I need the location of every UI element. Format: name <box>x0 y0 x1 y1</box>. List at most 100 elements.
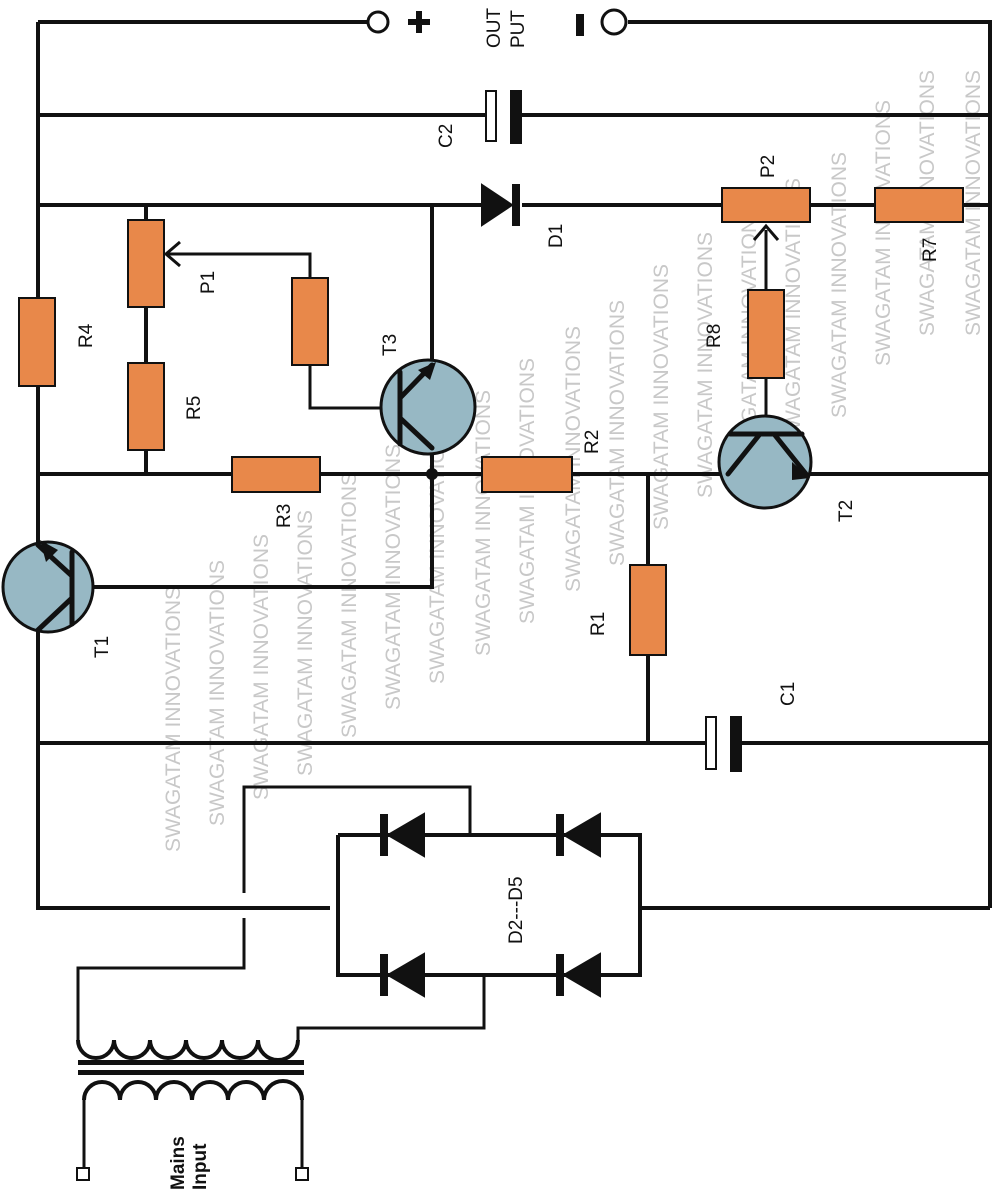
output-terminals <box>366 8 628 36</box>
output-label-put: PUT <box>508 10 529 48</box>
d3-triangle <box>562 812 601 858</box>
d5-bar <box>556 954 564 996</box>
wire-t3-base <box>308 365 384 410</box>
capacitor-c2 <box>485 90 522 144</box>
potentiometer-p1[interactable] <box>127 219 165 308</box>
label-c1: C1 <box>778 682 799 706</box>
watermark-text: SWAGATAM INNOVATIONS <box>962 70 985 336</box>
d4-triangle <box>386 952 425 998</box>
junction-dot <box>426 468 438 480</box>
transistor-t1[interactable] <box>1 540 95 634</box>
d3-bar <box>556 814 564 856</box>
watermark-text: SWAGATAM INNOVATIONS <box>562 326 585 592</box>
d1-triangle <box>481 183 514 227</box>
c2-plate-positive <box>485 90 497 142</box>
transistor-t2[interactable] <box>717 414 813 510</box>
watermark-text: SWAGATAM INNOVATIONS <box>382 444 405 710</box>
watermark-text: SWAGATAM INNOVATIONS <box>872 100 895 366</box>
mains-label-2: Input <box>190 1143 211 1190</box>
d2-bar <box>380 814 388 856</box>
resistor-r3[interactable] <box>231 456 321 493</box>
label-bridge: D2---D5 <box>506 876 527 944</box>
c2-plate-negative <box>510 90 522 144</box>
wire-bridge <box>336 833 642 977</box>
c1-plate-positive <box>705 716 717 770</box>
labels: OUT PUT C2 D1 P2 R7 R4 P1 R5 T3 R3 R2 R8… <box>76 8 941 1191</box>
wire-sec-right <box>296 975 486 1040</box>
resistor-r1[interactable] <box>629 564 667 656</box>
mains-terminal-right[interactable] <box>295 1167 309 1181</box>
label-r7: R7 <box>920 238 941 262</box>
negative-terminal[interactable] <box>600 8 628 36</box>
label-p1: P1 <box>198 271 219 294</box>
secondary-coil <box>76 1039 300 1062</box>
transistor-t3[interactable] <box>379 358 477 456</box>
resistor-r4[interactable] <box>18 297 56 387</box>
watermark-text: SWAGATAM INNOVATIONS <box>206 560 229 826</box>
watermark-text: SWAGATAM INNOVATIONS <box>294 510 317 776</box>
label-r4: R4 <box>76 323 97 348</box>
potentiometer-p2[interactable] <box>721 187 811 223</box>
resistor-t3-base[interactable] <box>291 277 329 366</box>
watermark-text: SWAGATAM INNOVATIONS <box>606 300 629 566</box>
wire-negative-rail <box>628 20 992 908</box>
t2-collector <box>725 431 763 477</box>
positive-terminal[interactable] <box>366 10 390 34</box>
resistor-r2[interactable] <box>481 456 573 493</box>
label-c2: C2 <box>436 124 457 148</box>
watermark-text: SWAGATAM INNOVATIONS <box>828 152 851 418</box>
label-r5: R5 <box>184 396 205 420</box>
core-bar-bottom <box>78 1070 304 1075</box>
core-bar-top <box>78 1060 304 1065</box>
label-d1: D1 <box>546 224 567 248</box>
wire-sec-left <box>76 918 246 1040</box>
primary-coil <box>82 1079 304 1101</box>
minus-icon <box>576 14 584 36</box>
t2-arrow-icon <box>792 462 810 480</box>
watermark-text: SWAGATAM INNOVATIONS <box>338 472 361 738</box>
wire-sec-top <box>242 785 472 893</box>
label-t1: T1 <box>92 636 113 658</box>
c1-plate-negative <box>730 716 742 772</box>
resistor-r7[interactable] <box>874 187 964 223</box>
p2-wiper-arrow-icon <box>752 223 780 241</box>
d1-bar <box>512 184 520 226</box>
watermark-text: SWAGATAM INNOVATIONS <box>650 264 673 530</box>
t3-arrow-icon <box>418 362 436 380</box>
t2-emitter <box>771 431 809 477</box>
d5-triangle <box>562 952 601 998</box>
label-r8: R8 <box>704 324 725 348</box>
bridge-diodes <box>380 812 601 998</box>
wire-left-lower <box>36 630 330 910</box>
resistor-r5[interactable] <box>127 362 165 451</box>
transformer <box>76 1039 309 1181</box>
wire-p1-wiper <box>168 252 312 278</box>
t1-arrow-icon <box>40 540 58 562</box>
label-t2: T2 <box>836 500 857 522</box>
capacitor-c1 <box>705 716 742 772</box>
t3-body <box>379 358 477 456</box>
t2-body <box>717 414 813 510</box>
t3-collector <box>397 415 435 451</box>
p1-wiper-arrow-icon <box>163 240 181 268</box>
diode-d1 <box>481 183 520 227</box>
plus-icon-vertical <box>416 11 422 33</box>
output-label-out: OUT <box>484 8 505 49</box>
label-t3: T3 <box>380 334 401 356</box>
resistors <box>18 187 964 656</box>
label-r1: R1 <box>588 612 609 636</box>
mains-label-1: Mains <box>168 1136 189 1190</box>
d2-triangle <box>386 812 425 858</box>
label-r2: R2 <box>582 430 603 454</box>
watermark-text: SWAGATAM INNOVATIONS <box>426 418 449 684</box>
watermark-text: SWAGATAM INNOVATIONS <box>782 178 805 444</box>
label-r3: R3 <box>274 504 295 528</box>
watermark-text: SWAGATAM INNOVATIONS <box>250 534 273 800</box>
mains-terminal-left[interactable] <box>76 1167 90 1181</box>
watermark-text: SWAGATAM INNOVATIONS <box>472 390 495 656</box>
watermark-text: SWAGATAM INNOVATIONS <box>162 586 185 852</box>
label-p2: P2 <box>758 155 779 178</box>
resistor-r8[interactable] <box>747 289 785 379</box>
